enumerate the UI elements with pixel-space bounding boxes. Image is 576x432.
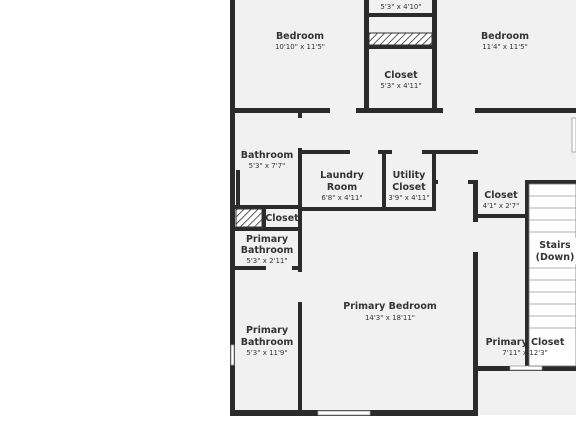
primary-bath-large-name-1: Primary [246,325,289,336]
bedroom-right-name: Bedroom [481,31,529,42]
closet-tiny-name: Closet [265,213,299,224]
laundry-dim: 6'8" x 4'11" [321,194,362,202]
primary-bedroom-dim: 14'3" x 18'11" [365,314,415,322]
primary-bath-small-name-2: Bathroom [241,245,294,256]
bathroom-name: Bathroom [241,150,294,161]
laundry-name-1: Laundry [320,170,364,181]
closet-mid-name: Closet [384,70,418,81]
bedroom-left-name: Bedroom [276,31,324,42]
top-closet-dim: 5'3" x 4'10" [380,3,421,11]
closet-mid-dim: 5'3" x 4'11" [380,82,421,90]
bedroom-right-dim: 11'4" x 11'5" [482,43,528,51]
primary-bedroom-name: Primary Bedroom [343,301,437,312]
stairs-name-1: Stairs [539,240,571,251]
primary-bath-small-dim: 5'3" x 2'11" [246,257,287,265]
bedroom-left-dim: 10'10" x 11'5" [275,43,325,51]
primary-bath-large-name-2: Bathroom [241,337,294,348]
utility-name-1: Utility [393,170,427,181]
primary-closet-dim: 7'11" x 12'3" [502,349,548,357]
hatched-areas [235,32,433,228]
stairs-treads [528,183,576,367]
stairs-name-2: (Down) [536,252,575,263]
primary-bath-large-dim: 5'3" x 11'9" [246,349,287,357]
room-labels: 5'3" x 4'10" Bedroom 10'10" x 11'5" Bedr… [241,3,576,357]
laundry-name-2: Room [327,182,357,193]
primary-closet-name: Primary Closet [486,337,565,348]
bathroom-dim: 5'3" x 7'7" [249,162,286,170]
primary-bath-small-name-1: Primary [246,234,289,245]
utility-name-2: Closet [392,182,426,193]
walls [230,0,576,416]
closet-small-dim: 4'1" x 2'7" [483,202,520,210]
utility-dim: 3'9" x 4'11" [388,194,429,202]
closet-small-name: Closet [484,190,518,201]
